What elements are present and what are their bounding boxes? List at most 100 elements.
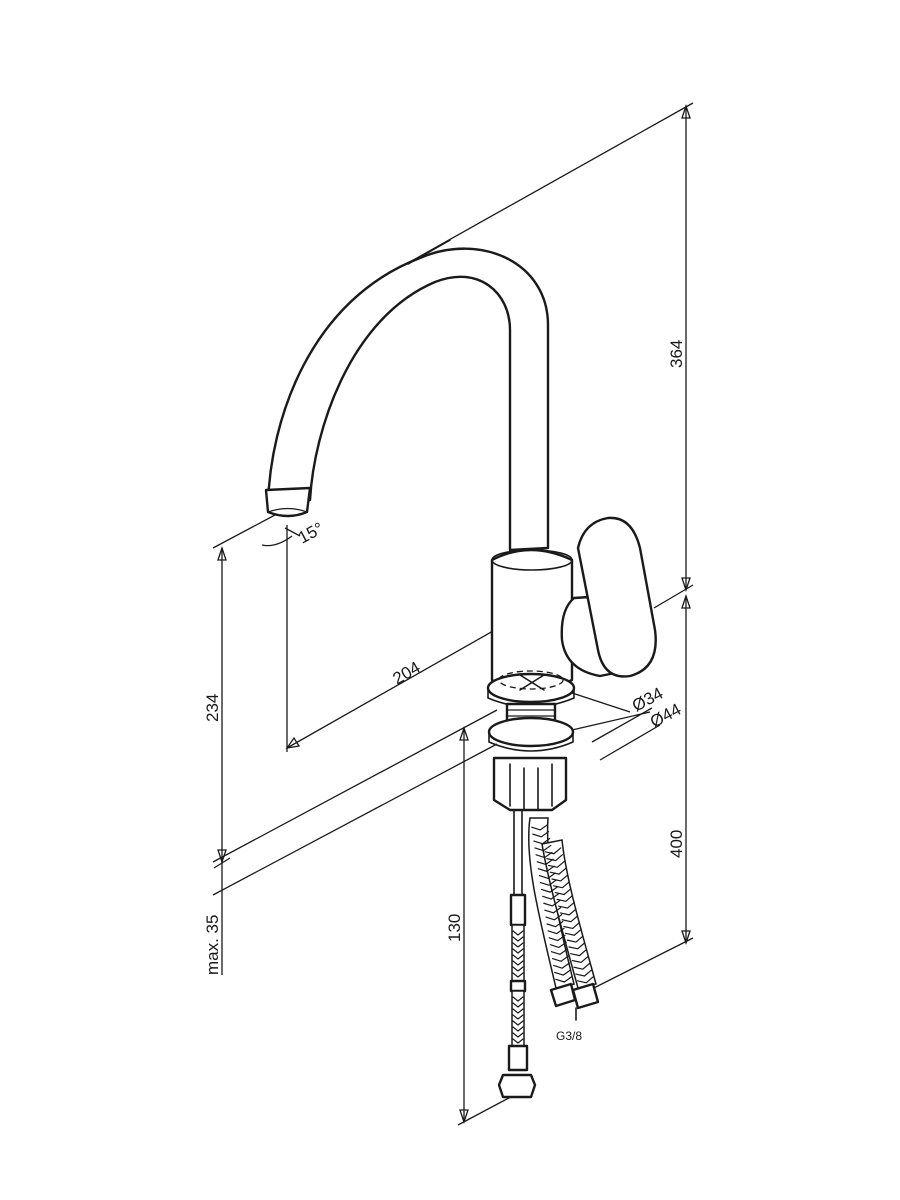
dim-15deg-tick: [284, 527, 301, 537]
braid-chevron: [531, 824, 549, 831]
braid-chevron: [558, 901, 575, 909]
braid-chevron: [554, 888, 572, 896]
rod-coupling-2: [509, 979, 527, 993]
braid-chevron: [512, 1038, 524, 1044]
braid-chevron: [553, 881, 570, 889]
braid-chevron: [532, 831, 550, 838]
braid-chevron: [512, 966, 524, 972]
braid-chevron: [512, 1002, 524, 1008]
braid-chevron: [533, 837, 551, 845]
braid-chevron: [538, 872, 556, 879]
fixing-nut-ribs: [509, 763, 553, 811]
braid-chevron: [537, 865, 555, 872]
dim-diameter-extension: [599, 724, 661, 761]
braid-chevron: [575, 969, 592, 977]
braid-chevron: [554, 969, 572, 976]
dim-15deg-label: 15°: [295, 519, 327, 548]
dim-234-label: 234: [203, 694, 222, 722]
body-top-edge: [491, 549, 573, 571]
braid-chevron: [561, 915, 579, 923]
braid-chevron: [553, 962, 571, 969]
spout: [266, 247, 550, 552]
braid-chevron: [536, 858, 554, 866]
base-washer-lower: [488, 731, 574, 752]
dim-400-label: 400: [667, 830, 686, 858]
mounting-rod: [513, 809, 523, 901]
braid-chevron: [551, 874, 569, 882]
braid-chevron: [568, 942, 586, 950]
dim-364-top-extension: [407, 102, 694, 264]
dim-15deg-arc: [261, 535, 293, 547]
faucet-body: [490, 548, 574, 692]
braid-chevron: [555, 976, 573, 983]
braid-chevron: [544, 847, 562, 855]
dim-204-label: 204: [390, 658, 424, 689]
dim-max35-label: max. 35: [203, 915, 222, 975]
braid-chevron: [546, 920, 564, 928]
braid-chevron: [546, 854, 564, 862]
braid-chevron: [548, 934, 566, 942]
spout-tip-ring: [264, 486, 312, 518]
braid-chevron: [564, 928, 582, 936]
braid-chevron: [512, 960, 524, 966]
dim-diameter-line: [591, 707, 653, 743]
braid-chevron: [548, 860, 565, 868]
braid-chevron: [563, 922, 581, 930]
dim-400-arrows: [681, 593, 691, 946]
braid-chevron: [543, 900, 561, 907]
braid-chevron: [571, 955, 589, 964]
braid-chevron: [512, 1032, 524, 1038]
braid-chevron: [512, 1026, 524, 1032]
braid-chevron: [549, 941, 567, 949]
hose-braid-pattern: [512, 824, 594, 1044]
spout-highlight: [407, 239, 451, 265]
connector-thread-label: G3/8: [556, 1029, 582, 1043]
dim-204-line: [286, 609, 531, 749]
braid-chevron: [512, 1014, 524, 1020]
braid-chevron: [512, 972, 524, 978]
braid-chevron: [512, 954, 524, 960]
rod-coupling: [509, 893, 527, 927]
dim-130-label: 130: [445, 914, 464, 942]
spout-tip-opening: [267, 507, 308, 513]
base-washer-d44: [487, 716, 575, 748]
braid-chevron: [542, 893, 560, 900]
lever-handle: [576, 516, 657, 678]
braid-chevron: [512, 1008, 524, 1014]
braid-chevron: [512, 948, 524, 954]
braid-chevron: [566, 935, 584, 943]
braid-chevron: [551, 955, 569, 962]
dim-400-bottom-extension: [577, 937, 694, 997]
braid-chevron: [556, 894, 574, 902]
base-ring-d34: [486, 672, 576, 704]
dim-364-label: 364: [667, 340, 686, 368]
braid-chevron: [549, 867, 567, 875]
braid-chevron: [534, 844, 552, 852]
dim-max35-tick: [213, 857, 231, 869]
braid-chevron: [559, 908, 577, 916]
braid-chevron: [576, 976, 594, 984]
base-axis-cross-b: [519, 674, 545, 691]
braid-chevron: [573, 962, 591, 970]
braid-chevron: [512, 936, 524, 942]
braid-chevron: [512, 930, 524, 936]
braid-chevron: [512, 1020, 524, 1026]
braid-chevron: [544, 907, 562, 914]
deck-top-line: [212, 709, 498, 863]
hose-fitting-left: [549, 982, 577, 1008]
braid-chevron: [512, 942, 524, 948]
braid-chevron: [570, 949, 587, 957]
base-ring-d34-hidden: [498, 670, 564, 690]
dim-d34-leader: [562, 689, 631, 713]
fixing-nut: [492, 756, 568, 812]
braid-chevron: [512, 996, 524, 1002]
braid-chevron: [545, 913, 563, 921]
dim-d44-leader: [571, 711, 651, 731]
braid-chevron: [550, 948, 568, 955]
braid-chevron: [547, 927, 565, 935]
rod-end-nut: [507, 1044, 529, 1072]
deck-bottom-line: [212, 743, 498, 896]
hose-fitting-right: [571, 982, 600, 1010]
